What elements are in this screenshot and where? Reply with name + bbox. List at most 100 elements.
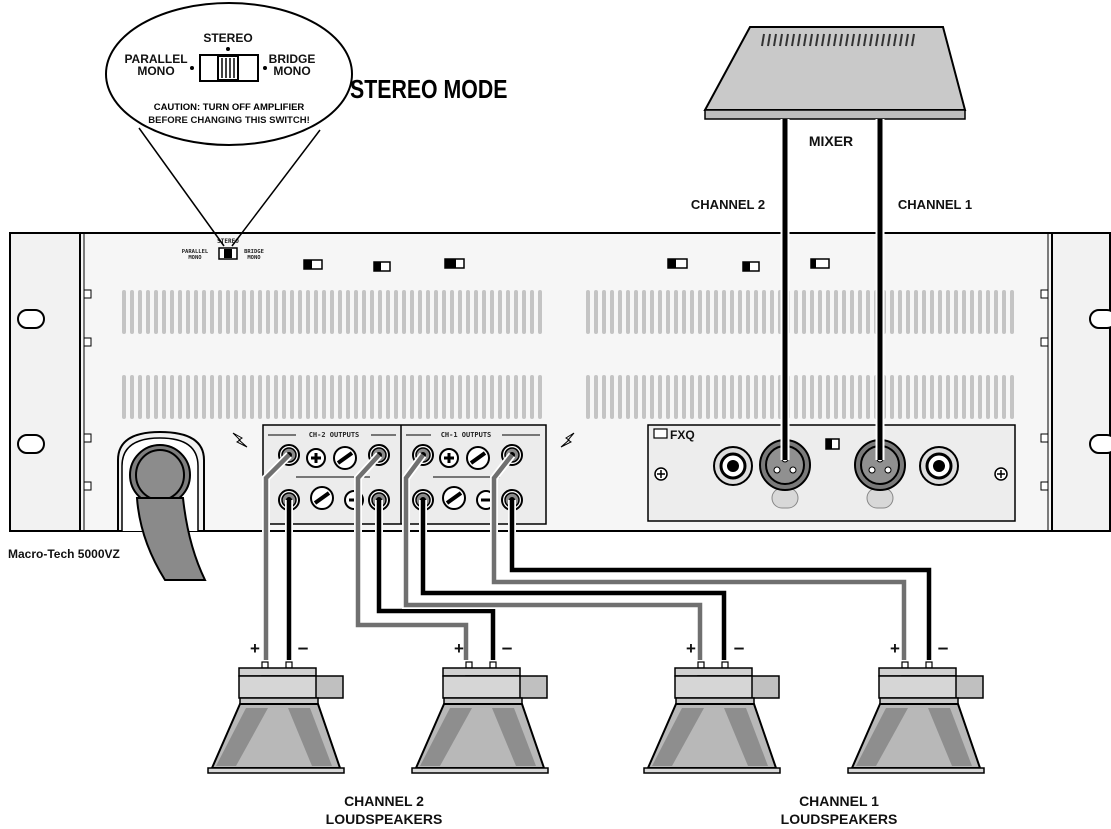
vent-slot bbox=[178, 290, 182, 334]
vent-slot bbox=[762, 290, 766, 334]
vent-slot bbox=[186, 375, 190, 419]
vent-slot bbox=[154, 375, 158, 419]
vent-slot bbox=[850, 375, 854, 419]
speaker-wire bbox=[403, 453, 703, 660]
vent-slot bbox=[898, 290, 902, 334]
vent-slot bbox=[930, 375, 934, 419]
vent-slot bbox=[338, 375, 342, 419]
stereo-mode-heading: STEREO MODE bbox=[350, 75, 507, 105]
vent-slot bbox=[170, 375, 174, 419]
vent-slot bbox=[234, 375, 238, 419]
vent-slot bbox=[818, 375, 822, 419]
vent-slot bbox=[954, 290, 958, 334]
loudspeaker-icon bbox=[207, 661, 345, 774]
vent-slot bbox=[354, 290, 358, 334]
loudspeaker-icon bbox=[411, 661, 549, 774]
vent-slot bbox=[410, 375, 414, 419]
vent-slot bbox=[722, 375, 726, 419]
binding-post-icon bbox=[310, 486, 334, 510]
mixer-faders bbox=[761, 33, 915, 47]
binding-post-icon bbox=[333, 446, 357, 470]
callout-bridge-label: BRIDGE bbox=[269, 52, 316, 66]
vent-slot bbox=[122, 290, 126, 334]
channel-1-speakers-label: CHANNEL 1 bbox=[799, 793, 879, 809]
vent-slot bbox=[730, 290, 734, 334]
vent-slot bbox=[538, 290, 542, 334]
vent-slot bbox=[170, 290, 174, 334]
vent-slot bbox=[506, 290, 510, 334]
vent-slot bbox=[370, 375, 374, 419]
vent-slot bbox=[962, 375, 966, 419]
vent-slot bbox=[594, 290, 598, 334]
vent-slot bbox=[898, 375, 902, 419]
vent-slot bbox=[394, 375, 398, 419]
loudspeakers bbox=[207, 661, 985, 774]
vent-slot bbox=[642, 375, 646, 419]
mixer-channel-2-label: CHANNEL 2 bbox=[691, 197, 765, 212]
vent-slot bbox=[194, 290, 198, 334]
panel-switch-bridge-label: BRIDGE bbox=[244, 249, 264, 255]
screw-icon bbox=[994, 467, 1008, 481]
vent-slot bbox=[754, 375, 758, 419]
vent-slot bbox=[698, 375, 702, 419]
caution-text-line2: BEFORE CHANGING THIS SWITCH! bbox=[148, 115, 310, 126]
vent-slot bbox=[650, 375, 654, 419]
panel-switch-bridge-mono-label: MONO bbox=[247, 255, 261, 261]
channel-2-speakers-label: CHANNEL 2 bbox=[344, 793, 424, 809]
switch-callout: STEREO PARALLEL MONO BRIDGE MONO CAUTION… bbox=[105, 2, 353, 247]
channel-1-speakers-sublabel: LOUDSPEAKERS bbox=[781, 811, 898, 827]
vent-slot bbox=[178, 375, 182, 419]
vent-slot bbox=[1010, 375, 1014, 419]
ch2-outputs-label: CH-2 OUTPUTS bbox=[309, 431, 360, 439]
xlr-connector-icon[interactable] bbox=[759, 439, 811, 509]
vent-slot bbox=[986, 375, 990, 419]
vent-slot bbox=[1002, 290, 1006, 334]
minus-polarity-label: – bbox=[734, 638, 745, 659]
vent-slot bbox=[834, 290, 838, 334]
vent-slot bbox=[978, 290, 982, 334]
callout-stereo-label: STEREO bbox=[203, 31, 252, 45]
vent-slot bbox=[138, 375, 142, 419]
vent-slot bbox=[306, 375, 310, 419]
vent-slot bbox=[938, 375, 942, 419]
vent-slot bbox=[290, 375, 294, 419]
vent-slot bbox=[210, 375, 214, 419]
quarter-inch-jack-icon[interactable] bbox=[919, 446, 959, 486]
vent-slot bbox=[714, 290, 718, 334]
vent-slot bbox=[386, 375, 390, 419]
vent-slot bbox=[130, 375, 134, 419]
vent-slot bbox=[626, 375, 630, 419]
vent-slot bbox=[946, 375, 950, 419]
vent-slot bbox=[890, 375, 894, 419]
vent-slot bbox=[746, 375, 750, 419]
vent-slot bbox=[314, 375, 318, 419]
vent-slot bbox=[706, 375, 710, 419]
vent-slot bbox=[1002, 375, 1006, 419]
vent-slot bbox=[994, 290, 998, 334]
plus-polarity-label: + bbox=[686, 639, 696, 658]
binding-post-icon bbox=[466, 446, 490, 470]
vent-slot bbox=[298, 290, 302, 334]
vent-slot bbox=[378, 290, 382, 334]
quarter-inch-jack-icon[interactable] bbox=[713, 446, 753, 486]
vent-slot bbox=[538, 375, 542, 419]
vent-slot bbox=[690, 375, 694, 419]
vent-slot bbox=[962, 290, 966, 334]
vent-slot bbox=[122, 375, 126, 419]
speaker-wire bbox=[355, 453, 469, 660]
vent-slot bbox=[682, 375, 686, 419]
vent-slot bbox=[922, 375, 926, 419]
vent-slot bbox=[450, 375, 454, 419]
fxq-logo-icon bbox=[653, 428, 668, 439]
vent-slot bbox=[162, 375, 166, 419]
vent-slot bbox=[890, 290, 894, 334]
speaker-wire bbox=[509, 500, 932, 660]
vent-grilles bbox=[122, 290, 1014, 419]
vent-slot bbox=[226, 375, 230, 419]
vent-slot bbox=[418, 290, 422, 334]
callout-parallel-mono-label: MONO bbox=[137, 64, 174, 78]
vent-slot bbox=[834, 375, 838, 419]
vent-slot bbox=[770, 375, 774, 419]
xlr-connector-icon[interactable] bbox=[854, 439, 906, 509]
vent-slot bbox=[610, 375, 614, 419]
